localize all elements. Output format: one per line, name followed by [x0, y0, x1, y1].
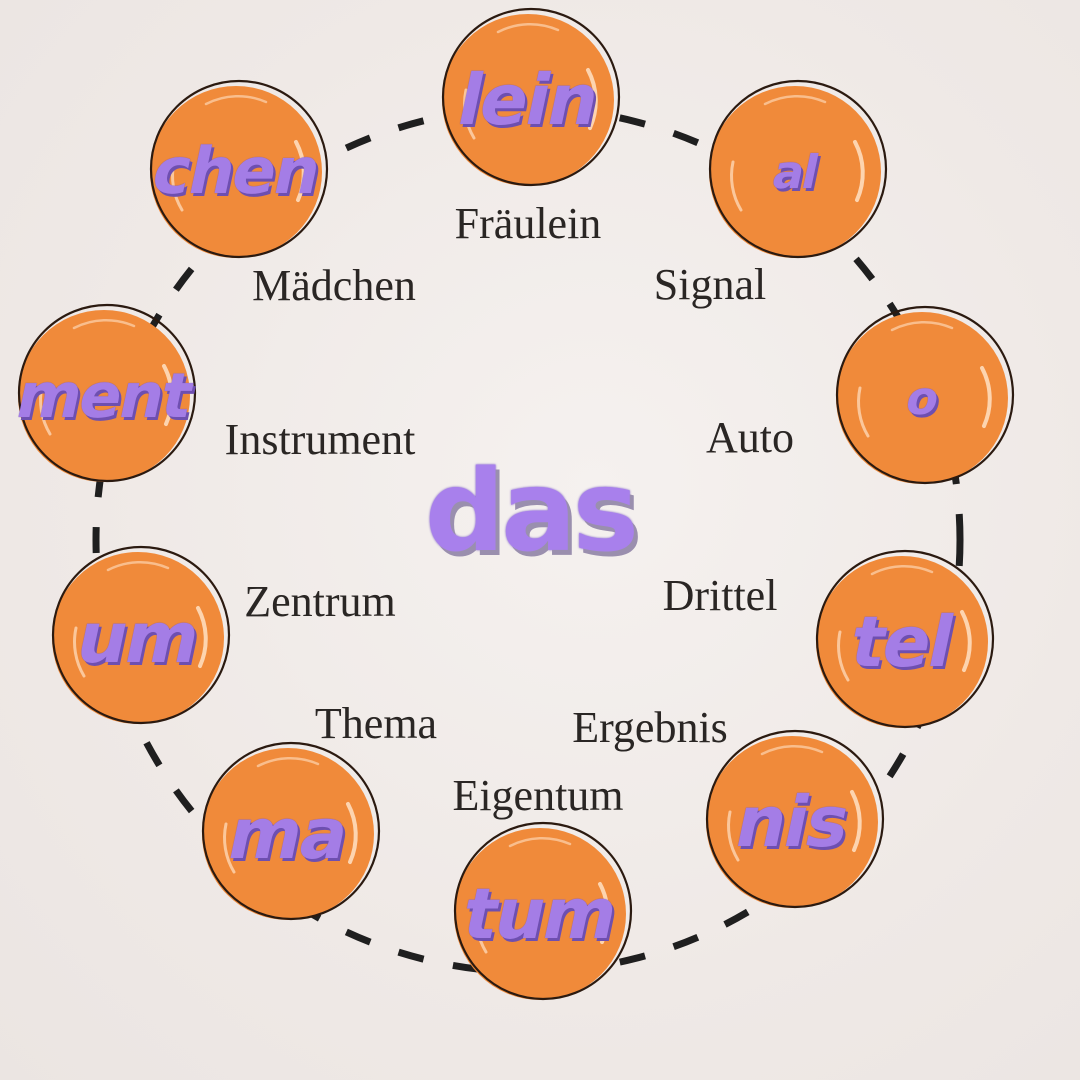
- bubble-highlight: [171, 160, 184, 212]
- suffix-label: tum: [456, 873, 624, 955]
- bubble-highlight: [727, 810, 740, 862]
- bubble-highlight: [346, 802, 358, 864]
- bubble-highlight: [204, 94, 268, 106]
- bubble-highlight: [980, 366, 992, 428]
- suffix-label: ment: [10, 359, 199, 432]
- bubble-highlight: [857, 386, 870, 438]
- bubble-outline: [708, 79, 888, 259]
- bubble-highlight: [890, 320, 954, 332]
- bubble-highlight: [106, 560, 170, 572]
- orange-bubble-icon: [51, 545, 231, 725]
- example-word-eigentum: Eigentum: [452, 771, 624, 820]
- bubble-fill: [836, 312, 1008, 484]
- example-word-thema: Thema: [314, 699, 438, 748]
- bubble-highlight: [853, 140, 865, 202]
- orange-bubble-icon: [708, 79, 888, 259]
- bubble-outline: [17, 303, 197, 483]
- bubble-highlight: [508, 836, 572, 848]
- bubble-fill: [202, 748, 374, 920]
- bubble-outline: [149, 79, 329, 259]
- example-word-fraulein: Fräulein: [454, 199, 602, 248]
- bubble-highlight: [598, 882, 610, 944]
- example-word-instrument: Instrument: [224, 415, 416, 464]
- bubble-highlight: [294, 140, 306, 202]
- suffix-label: um: [69, 597, 207, 679]
- bubble-outline: [441, 7, 621, 187]
- bubble-fill: [816, 556, 988, 728]
- bubble-highlight: [196, 606, 208, 668]
- bubble-highlight: [463, 88, 476, 140]
- bubble-highlight: [223, 822, 236, 874]
- orange-bubble-icon: [17, 303, 197, 483]
- suffix-bubble-ma: ma: [198, 741, 381, 924]
- suffix-bubble-chen: chen: [145, 79, 329, 262]
- orange-bubble-icon: [149, 79, 329, 259]
- bubble-highlight: [39, 384, 52, 436]
- bubble-fill: [442, 14, 614, 186]
- bubble-highlight: [960, 610, 972, 672]
- orange-bubble-icon: [441, 7, 621, 187]
- orange-bubble-icon: [835, 305, 1015, 485]
- bubble-fill: [52, 552, 224, 724]
- center-article-label: das: [424, 447, 639, 577]
- suffix-bubble-al: al: [705, 79, 888, 262]
- suffix-bubble-o: o: [832, 305, 1015, 488]
- bubble-highlight: [256, 756, 320, 768]
- bubble-highlight: [763, 94, 827, 106]
- bubble-fill: [706, 736, 878, 908]
- suffix-label: tel: [843, 601, 961, 683]
- bubble-outline: [51, 545, 231, 725]
- bubble-outline: [453, 821, 633, 1001]
- bubble-highlight: [72, 318, 136, 330]
- bubble-highlight: [496, 22, 560, 34]
- orange-bubble-icon: [453, 821, 633, 1001]
- suffix-label: lein: [450, 59, 606, 141]
- bubble-fill: [18, 310, 190, 482]
- example-word-drittel: Drittel: [662, 571, 778, 620]
- bubble-fill: [454, 828, 626, 1000]
- bubble-highlight: [730, 160, 743, 212]
- bubble-highlight: [475, 902, 488, 954]
- bubble-highlight: [73, 626, 86, 678]
- suffix-bubble-tel: tel: [812, 549, 995, 732]
- bubble-outline: [705, 729, 885, 909]
- suffix-bubble-ment: ment: [10, 303, 199, 486]
- bubble-highlight: [162, 364, 174, 426]
- bubble-outline: [815, 549, 995, 729]
- example-word-signal: Signal: [653, 260, 767, 309]
- bubble-highlight: [837, 630, 850, 682]
- bubble-highlight: [870, 564, 934, 576]
- bubble-outline: [835, 305, 1015, 485]
- orange-bubble-icon: [201, 741, 381, 921]
- suffix-label: ma: [221, 793, 355, 875]
- bubble-highlight: [586, 68, 598, 130]
- suffix-bubble-lein: lein: [438, 7, 621, 190]
- bubble-highlight: [850, 790, 862, 852]
- example-word-ergebnis: Ergebnis: [572, 703, 728, 752]
- suffix-bubble-nis: nis: [702, 729, 885, 912]
- suffix-label: nis: [728, 781, 856, 863]
- orange-bubble-icon: [705, 729, 885, 909]
- bubble-fill: [709, 86, 881, 258]
- bubble-fill: [150, 86, 322, 258]
- example-word-auto: Auto: [706, 413, 794, 462]
- suffix-bubble-tum: tum: [450, 821, 633, 1004]
- suffix-label: chen: [145, 135, 327, 209]
- bubble-outline: [201, 741, 381, 921]
- example-word-zentrum: Zentrum: [244, 577, 396, 626]
- bubble-highlight: [760, 744, 824, 756]
- example-word-madchen: Mädchen: [252, 261, 416, 310]
- suffix-bubble-um: um: [48, 545, 231, 728]
- orange-bubble-icon: [815, 549, 995, 729]
